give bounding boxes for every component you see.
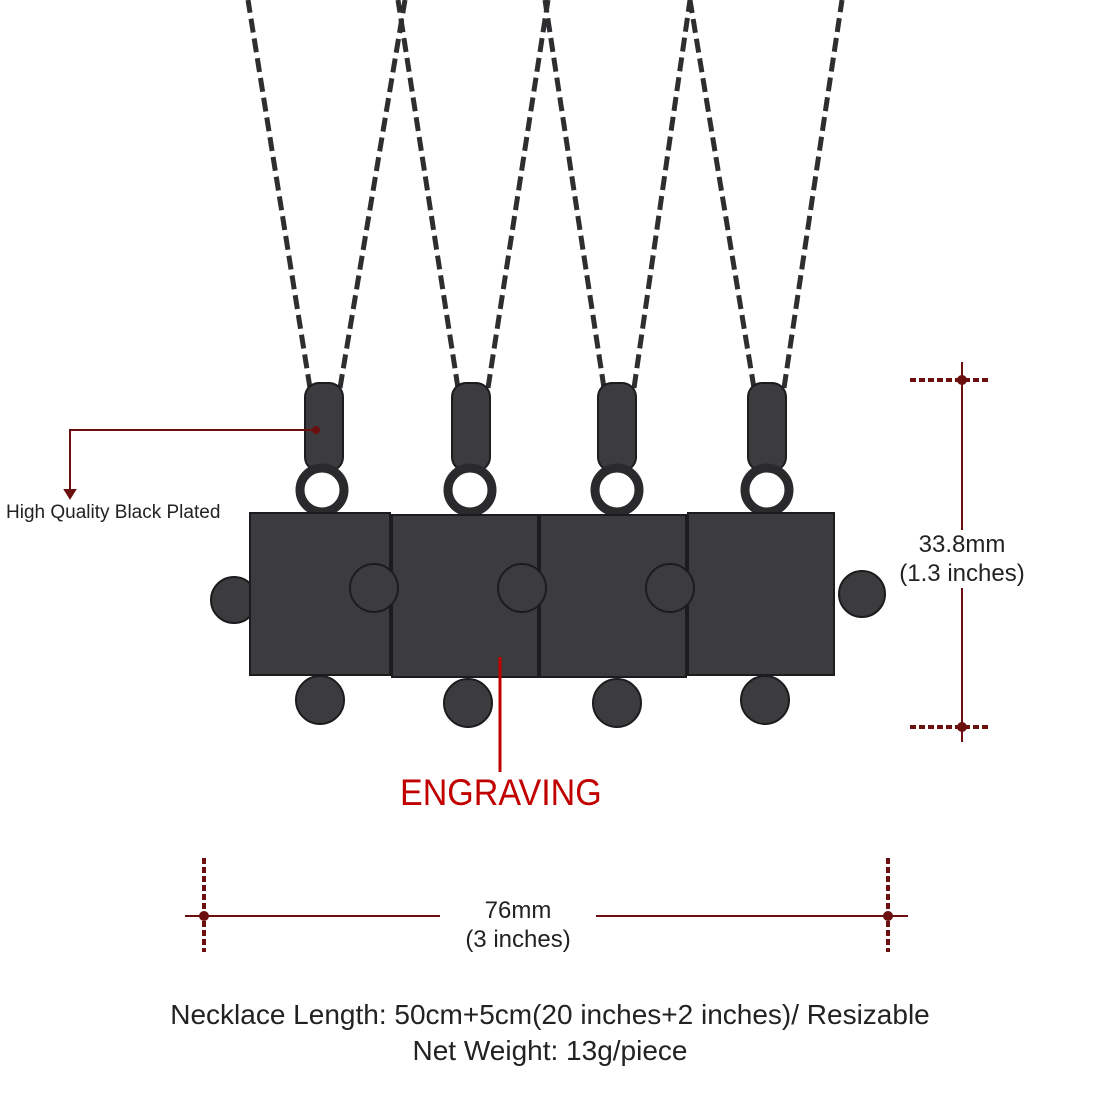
engraving-label: ENGRAVING bbox=[400, 772, 602, 813]
height-dimension: 33.8mm (1.3 inches) bbox=[890, 530, 1034, 588]
necklace-length: Necklace Length: 50cm+5cm(20 inches+2 in… bbox=[170, 999, 930, 1030]
height-mm: 33.8mm bbox=[918, 531, 1006, 558]
chains bbox=[245, 0, 845, 389]
height-inches: (1.3 inches) bbox=[899, 560, 1025, 587]
pendants bbox=[210, 382, 886, 728]
specs: Necklace Length: 50cm+5cm(20 inches+2 in… bbox=[0, 997, 1100, 1069]
plating-label: High Quality Black Plated bbox=[6, 502, 221, 523]
width-mm: 76mm bbox=[484, 897, 552, 924]
width-dimension: 76mm (3 inches) bbox=[440, 896, 596, 954]
width-inches: (3 inches) bbox=[465, 926, 571, 953]
net-weight: Net Weight: 13g/piece bbox=[412, 1035, 688, 1066]
